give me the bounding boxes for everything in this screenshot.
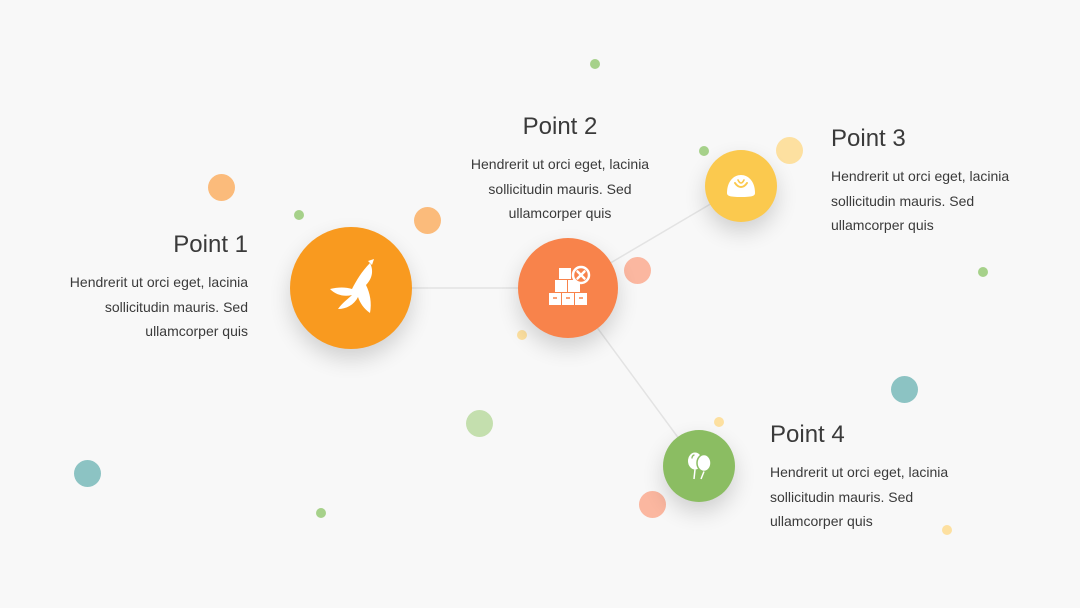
point-1-node bbox=[290, 227, 412, 349]
decor-dot bbox=[466, 410, 493, 437]
decor-dot bbox=[590, 59, 600, 69]
decor-dot bbox=[891, 376, 918, 403]
bun-icon bbox=[727, 175, 755, 197]
point-4-title: Point 4 bbox=[770, 421, 845, 448]
decor-dot bbox=[517, 330, 527, 340]
decor-dot bbox=[414, 207, 441, 234]
point-3-text: Point 3 Hendrerit ut orci eget, lacinia … bbox=[831, 124, 1025, 238]
decor-dot bbox=[316, 508, 326, 518]
decor-dot bbox=[978, 267, 988, 277]
point-1-desc: Hendrerit ut orci eget, lacinia sollicit… bbox=[69, 274, 248, 339]
decor-dot bbox=[699, 146, 709, 156]
point-2-title: Point 2 bbox=[522, 113, 598, 140]
boxes-cancel-icon bbox=[549, 265, 591, 305]
point-4-text: Point 4 Hendrerit ut orci eget, lacinia … bbox=[770, 420, 964, 534]
point-4-desc: Hendrerit ut orci eget, lacinia sollicit… bbox=[770, 464, 949, 529]
decor-dot bbox=[942, 525, 952, 535]
decor-dot bbox=[624, 257, 651, 284]
decor-dot bbox=[74, 460, 101, 487]
banana-peel-icon bbox=[330, 259, 374, 313]
decor-dot bbox=[776, 137, 803, 164]
decor-dot bbox=[714, 417, 724, 427]
point-2-desc: Hendrerit ut orci eget, lacinia sollicit… bbox=[470, 156, 650, 221]
point-3-title: Point 3 bbox=[831, 125, 906, 152]
decor-dot bbox=[294, 210, 304, 220]
decor-dot bbox=[639, 491, 666, 518]
point-2-node bbox=[518, 238, 618, 338]
point-4-node bbox=[663, 430, 735, 502]
point-1-title: Point 1 bbox=[173, 231, 248, 258]
decor-dot bbox=[208, 174, 235, 201]
point-2-text: Point 2 Hendrerit ut orci eget, lacinia … bbox=[462, 112, 658, 226]
point-3-desc: Hendrerit ut orci eget, lacinia sollicit… bbox=[831, 168, 1010, 233]
balloons-icon bbox=[688, 452, 712, 480]
point-1-text: Point 1 Hendrerit ut orci eget, lacinia … bbox=[58, 230, 248, 344]
point-3-node bbox=[705, 150, 777, 222]
